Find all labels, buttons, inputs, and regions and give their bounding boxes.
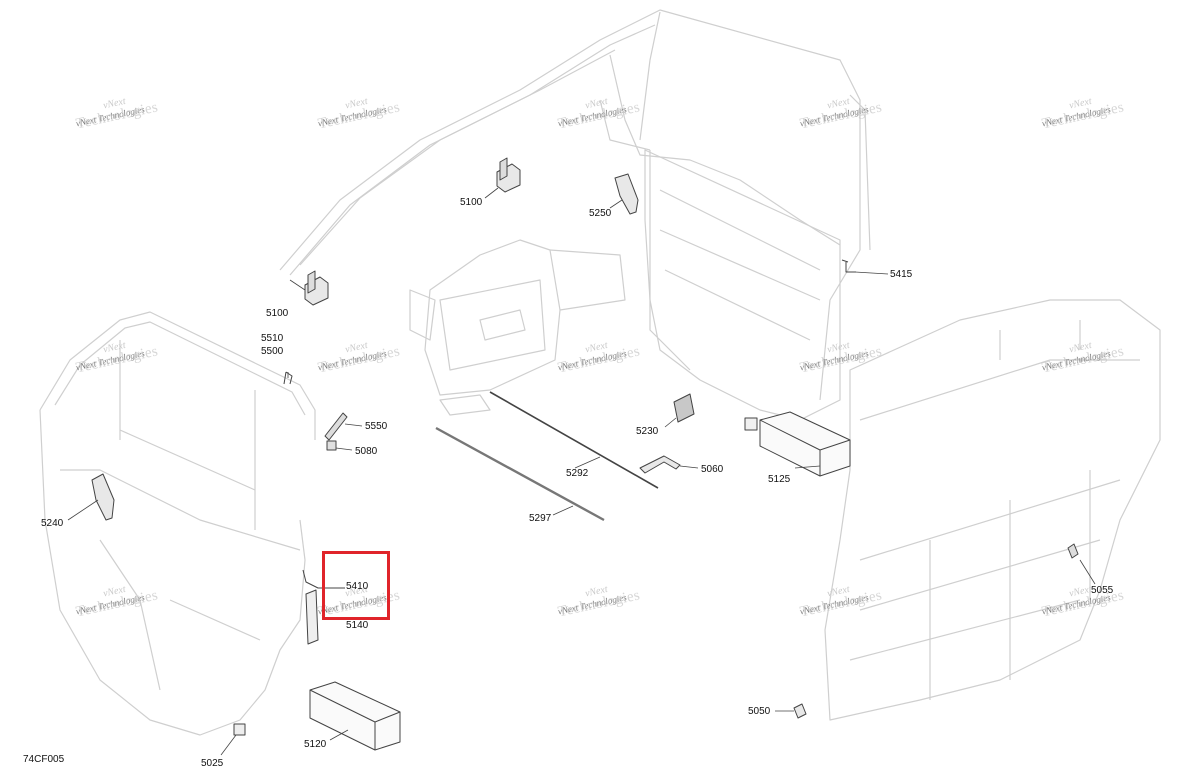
- figure-id: 74CF005: [23, 754, 65, 765]
- pad-5140: [305, 589, 319, 645]
- side-panel: [824, 299, 1161, 721]
- part-label-5050[interactable]: 5050: [748, 706, 771, 717]
- hinge-5100-upper: [496, 157, 521, 193]
- part-label-5550[interactable]: 5550: [365, 421, 388, 432]
- handle-5250: [614, 173, 639, 215]
- part-label-5410[interactable]: 5410: [346, 581, 369, 592]
- part-label-5100-lower[interactable]: 5100: [266, 308, 289, 319]
- part-label-5292[interactable]: 5292: [566, 468, 589, 479]
- strip-5550: [324, 412, 348, 441]
- part-label-5240[interactable]: 5240: [41, 518, 64, 529]
- rear-door: [644, 149, 841, 421]
- front-door-body: [39, 409, 306, 736]
- part-label-5125[interactable]: 5125: [768, 474, 791, 485]
- handle-5240: [91, 473, 115, 521]
- dashboard: [424, 239, 561, 396]
- seal-5297: [435, 426, 605, 522]
- front-door-frame: [39, 311, 316, 440]
- pad-5230: [673, 393, 695, 423]
- part-label-5120[interactable]: 5120: [304, 739, 327, 750]
- tray-5125: [744, 411, 851, 477]
- part-label-5230[interactable]: 5230: [636, 426, 659, 437]
- part-label-5500[interactable]: 5500: [261, 346, 284, 357]
- part-label-5250[interactable]: 5250: [589, 208, 612, 219]
- leader-lines: [67, 187, 1096, 756]
- part-label-5100-upper[interactable]: 5100: [460, 197, 483, 208]
- hinge-5100-lower: [304, 270, 329, 306]
- pad-5080: [326, 440, 337, 451]
- part-label-5060[interactable]: 5060: [701, 464, 724, 475]
- bracket-5060: [639, 455, 681, 474]
- part-label-5415[interactable]: 5415: [890, 269, 913, 280]
- pad-5050: [793, 703, 807, 719]
- clip-5415: [841, 259, 856, 273]
- part-label-5140[interactable]: 5140: [346, 620, 369, 631]
- part-label-5055[interactable]: 5055: [1091, 585, 1114, 596]
- wire-5410: [302, 569, 345, 589]
- clip-5055: [1067, 543, 1079, 559]
- selection-highlight-box: [322, 551, 390, 620]
- part-label-5080[interactable]: 5080: [355, 446, 378, 457]
- tray-5120: [309, 681, 401, 751]
- part-label-5510[interactable]: 5510: [261, 333, 284, 344]
- pad-5025: [233, 723, 246, 736]
- part-label-5297[interactable]: 5297: [529, 513, 552, 524]
- part-label-5025[interactable]: 5025: [201, 758, 224, 769]
- roof-frame: [279, 9, 861, 401]
- seal-5292: [489, 391, 659, 489]
